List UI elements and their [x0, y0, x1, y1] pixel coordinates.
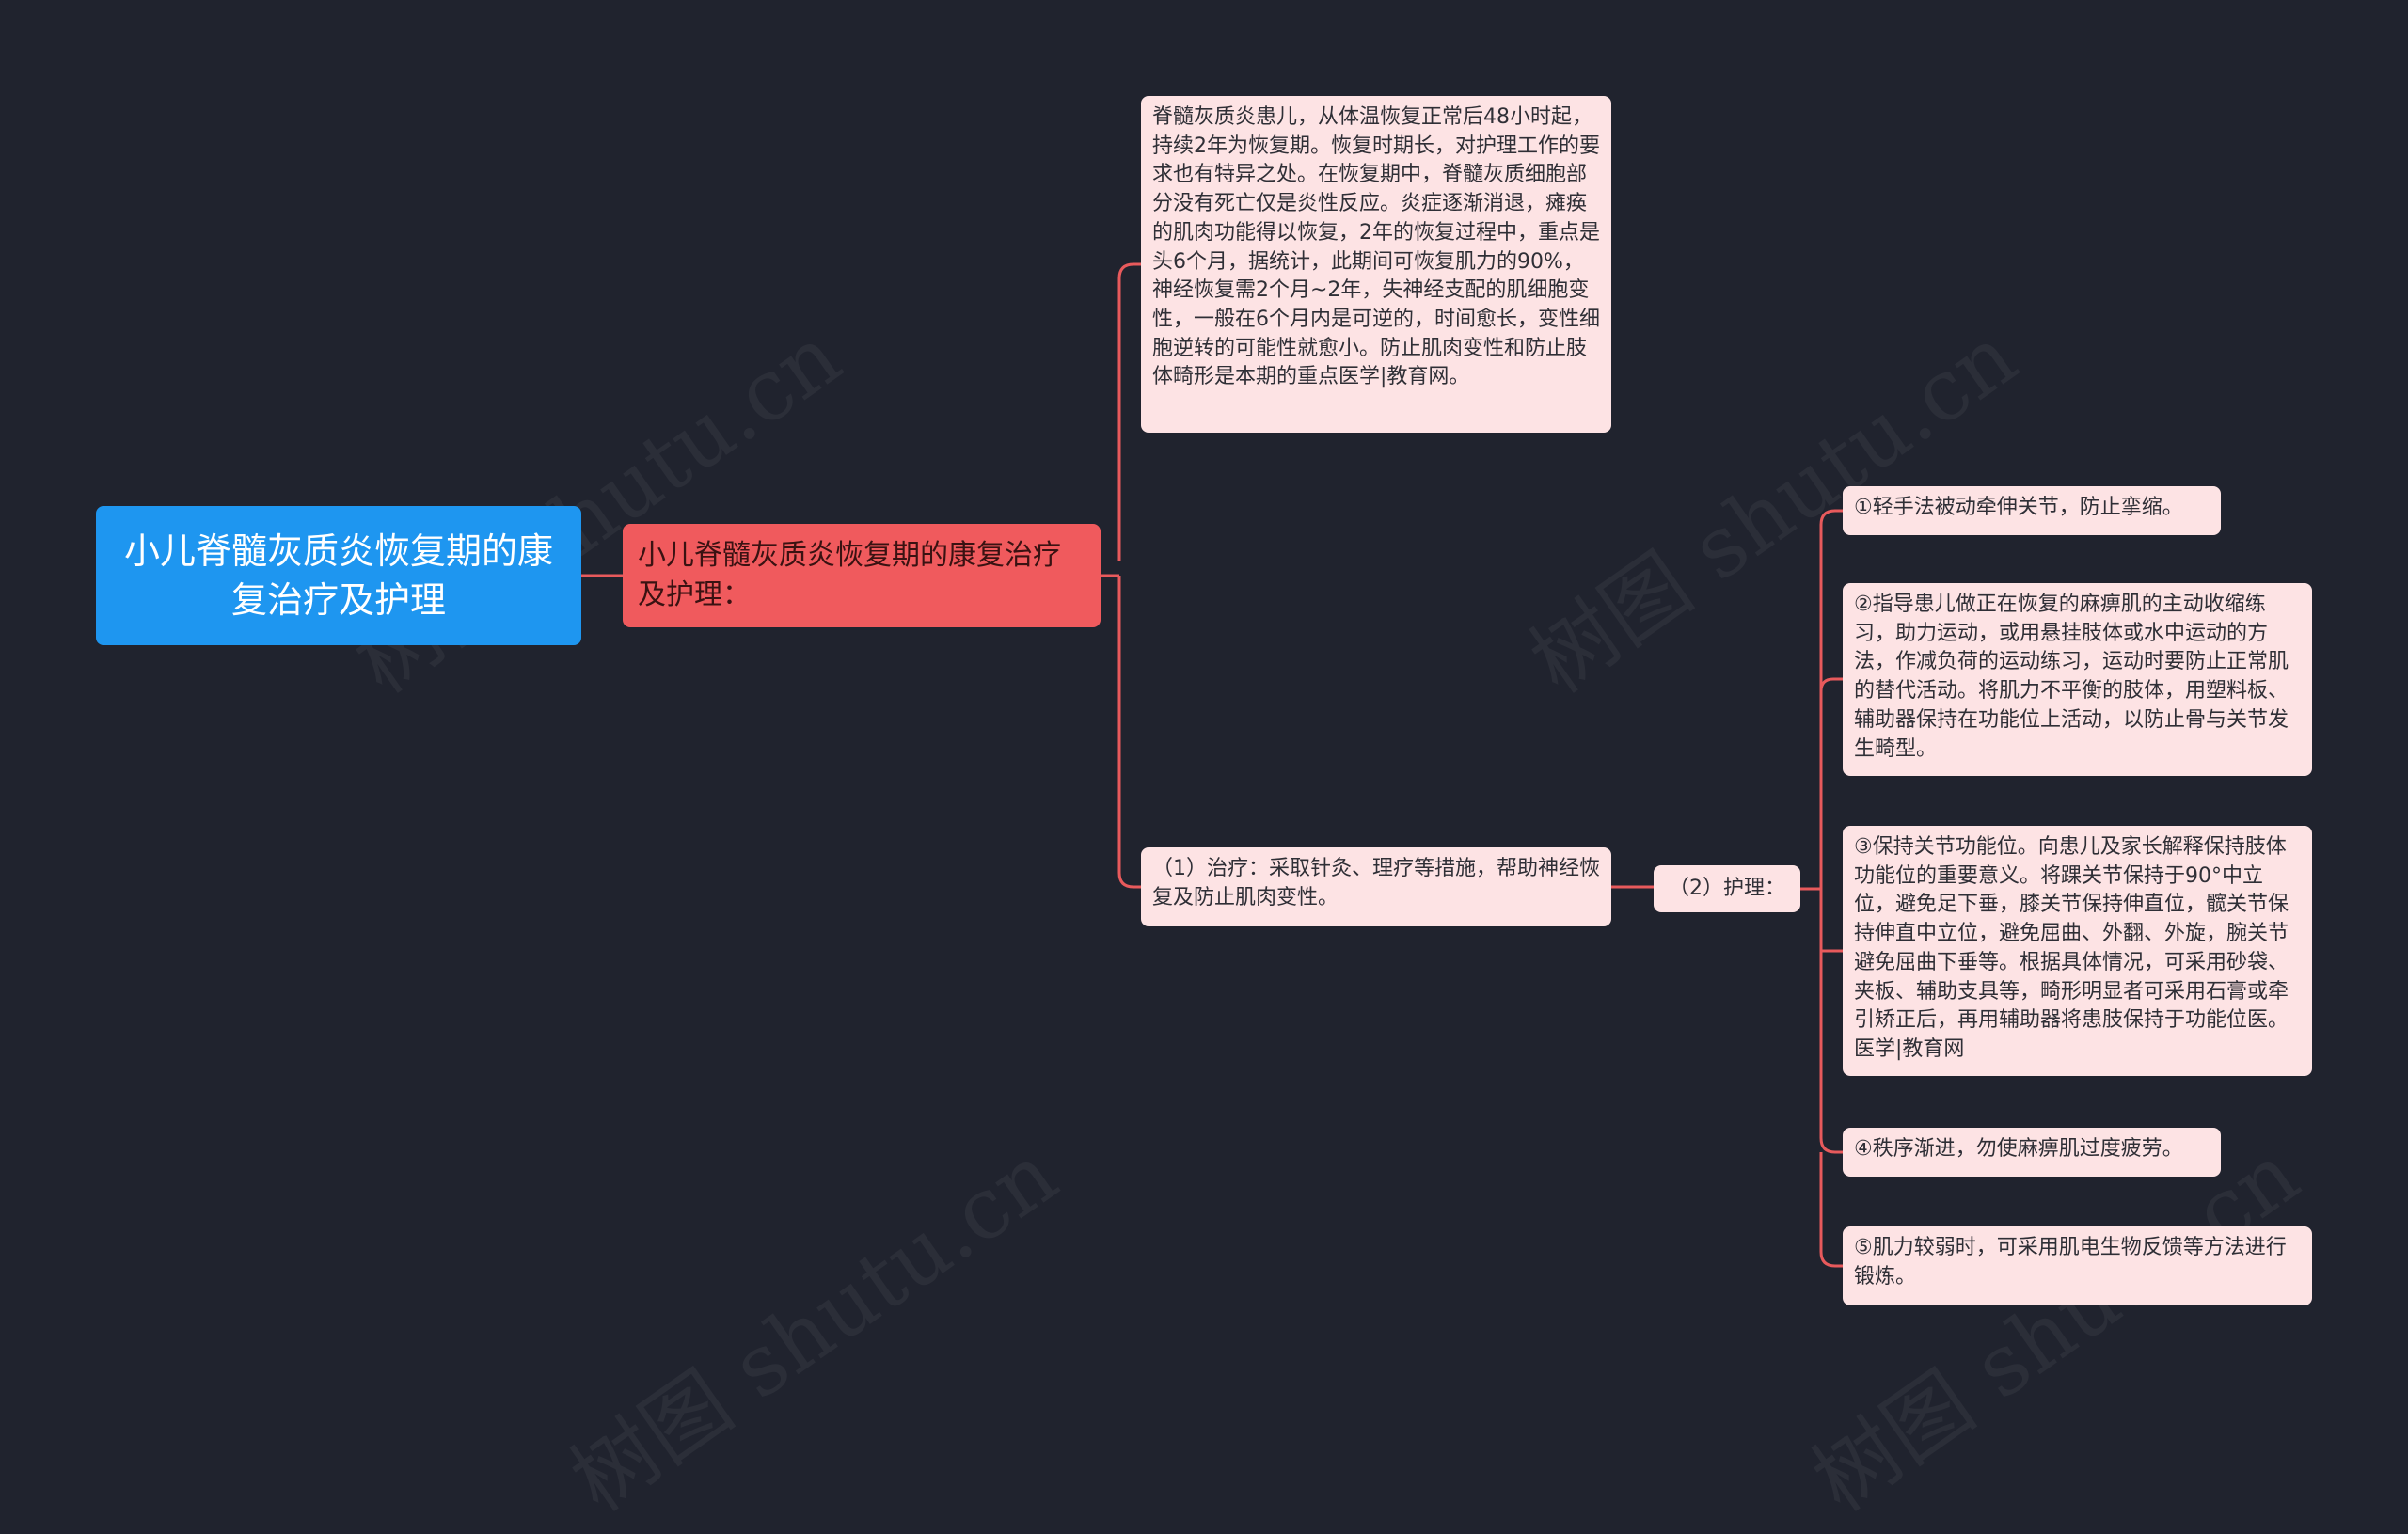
main-topic-node[interactable]: 小儿脊髓灰质炎恢复期的康复治疗及护理：: [623, 524, 1101, 627]
care-item-text: ③保持关节功能位。向患儿及家长解释保持肢体功能位的重要意义。将踝关节保持于90°…: [1854, 835, 2289, 1061]
care-item-node[interactable]: ④秩序渐进，勿使麻痹肌过度疲劳。: [1843, 1128, 2221, 1177]
connector-branch-intro: [1119, 264, 1141, 576]
connector-care-c5: [1819, 1152, 1843, 1268]
care-item-node[interactable]: ⑤肌力较弱时，可采用肌电生物反馈等方法进行锻炼。: [1843, 1226, 2312, 1305]
care-node[interactable]: （2）护理：: [1654, 865, 1800, 912]
care-label: （2）护理：: [1669, 876, 1785, 900]
connector-care-c4: [1819, 889, 1843, 1154]
treatment-text: （1）治疗：采取针灸、理疗等措施，帮助神经恢复及防止肌肉变性。: [1152, 857, 1600, 909]
connector-lines: [581, 0, 1843, 1268]
intro-node[interactable]: 脊髓灰质炎患儿，从体温恢复正常后48小时起，持续2年为恢复期。恢复时期长，对护理…: [1141, 96, 1611, 433]
intro-text: 脊髓灰质炎患儿，从体温恢复正常后48小时起，持续2年为恢复期。恢复时期长，对护理…: [1152, 105, 1600, 389]
connector-care-c1: [1819, 509, 1843, 889]
care-item-text: ④秩序渐进，勿使麻痹肌过度疲劳。: [1854, 1137, 2183, 1161]
care-item-text: ②指导患儿做正在恢复的麻痹肌的主动收缩练习，助力运动，或用悬挂肢体或水中运动的方…: [1854, 593, 2289, 761]
care-item-node[interactable]: ①轻手法被动牵伸关节，防止挛缩。: [1843, 486, 2221, 535]
care-item-text: ①轻手法被动牵伸关节，防止挛缩。: [1854, 496, 2183, 519]
root-node-label: 小儿脊髓灰质炎恢复期的康复治疗及护理: [123, 530, 553, 621]
mindmap-canvas: 树图 shutu.cn 树图 shutu.cn 树图 shutu.cn 树图 s…: [96, 0, 2316, 1531]
connector-branch-treat: [1117, 576, 1141, 889]
care-item-node[interactable]: ③保持关节功能位。向患儿及家长解释保持肢体功能位的重要意义。将踝关节保持于90°…: [1843, 826, 2312, 1076]
care-item-node[interactable]: ②指导患儿做正在恢复的麻痹肌的主动收缩练习，助力运动，或用悬挂肢体或水中运动的方…: [1843, 583, 2312, 776]
connector-care-c2: [1819, 677, 1843, 692]
main-topic-label: 小儿脊髓灰质炎恢复期的康复治疗及护理：: [638, 539, 1061, 611]
care-item-text: ⑤肌力较弱时，可采用肌电生物反馈等方法进行锻炼。: [1854, 1236, 2287, 1289]
root-node[interactable]: 小儿脊髓灰质炎恢复期的康复治疗及护理: [96, 506, 581, 645]
treatment-node[interactable]: （1）治疗：采取针灸、理疗等措施，帮助神经恢复及防止肌肉变性。: [1141, 847, 1611, 926]
